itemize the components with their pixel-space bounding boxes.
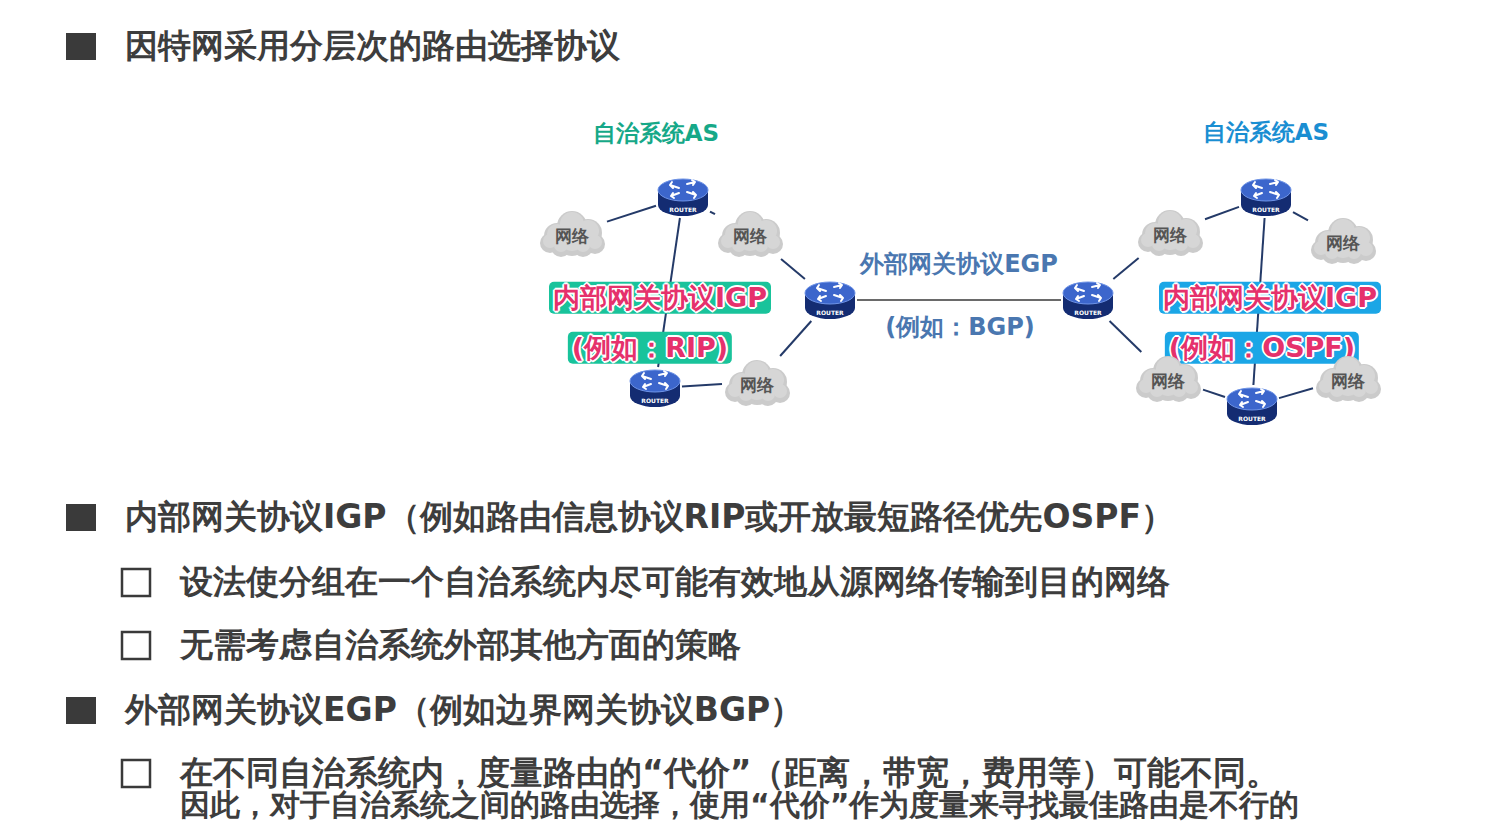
cloud-label: 网络 [1151, 371, 1185, 391]
sub-bullet-text: 无需考虑自治系统外部其他方面的策略 [180, 625, 741, 665]
cloud-label-holder: 网络 [1151, 371, 1185, 391]
link-line [682, 384, 722, 386]
igp-example: (例如：OSPF) [1165, 332, 1359, 364]
network-cloud: 网络 [537, 207, 607, 259]
bullet-text: 内部网关协议IGP（例如路由信息协议RIP或开放最短路径优先OSPF） [125, 497, 1174, 537]
router-label-holder: ROUTER [1252, 207, 1279, 213]
cloud-label: 网络 [1331, 371, 1365, 391]
igp-label-holder: 内部网关协议IGP [549, 282, 771, 314]
router-label: ROUTER [669, 207, 696, 213]
router: ROUTER [1061, 279, 1115, 321]
igp-example: (例如：RIP) [568, 332, 732, 364]
cloud-label-holder: 网络 [1326, 233, 1360, 253]
router: ROUTER [1225, 385, 1279, 427]
bullet-square [66, 504, 96, 531]
router-label-holder: ROUTER [1238, 416, 1265, 422]
cloud-label-holder: 网络 [1153, 225, 1187, 245]
network-cloud: 网络 [1308, 214, 1378, 266]
link-line [780, 321, 811, 356]
link-line [1203, 390, 1225, 397]
sub-bullet-text-holder: 无需考虑自治系统外部其他方面的策略 [180, 625, 741, 665]
cloud-label-holder: 网络 [1331, 371, 1365, 391]
link-line [1205, 207, 1239, 219]
igp-example-holder: (例如：RIP) [568, 332, 732, 364]
egp-label: 外部网关协议EGP [860, 250, 1058, 279]
network-cloud: 网络 [1313, 352, 1383, 404]
body-text: 因此，对于自治系统之间的路由选择，使用“代价”作为度量来寻找最佳路由是不行的 [180, 790, 1299, 820]
sub-bullet-text-holder: 在不同自治系统内，度量路由的“代价”（距离，带宽，费用等）可能不同。 [180, 753, 1279, 793]
igp-label: 内部网关协议IGP [549, 282, 771, 314]
bullet-text-holder: 内部网关协议IGP（例如路由信息协议RIP或开放最短路径优先OSPF） [125, 497, 1174, 537]
body-text-holder: 因此，对于自治系统之间的路由选择，使用“代价”作为度量来寻找最佳路由是不行的 [180, 790, 1299, 820]
cloud-label: 网络 [555, 226, 589, 246]
router-label: ROUTER [641, 398, 668, 404]
bullet-hollow [122, 760, 150, 787]
cloud-label: 网络 [1153, 225, 1187, 245]
router: ROUTER [656, 176, 710, 218]
router-label: ROUTER [1074, 310, 1101, 316]
cloud-label: 网络 [733, 226, 767, 246]
bullet-hollow [122, 632, 150, 659]
network-cloud: 网络 [1135, 206, 1205, 258]
network-cloud: 网络 [722, 356, 792, 408]
link-line [607, 206, 656, 222]
as-heading: 自治系统AS [593, 120, 719, 148]
cloud-label-holder: 网络 [555, 226, 589, 246]
autonomous-system: 自治系统AS内部网关协议IGP(例如：RIP)网络ROUTER网络ROUTERR… [470, 158, 842, 444]
router-label-holder: ROUTER [816, 310, 843, 316]
bullet-text: 外部网关协议EGP（例如边界网关协议BGP） [125, 690, 803, 730]
cloud-label: 网络 [740, 375, 774, 395]
sub-bullet-text: 在不同自治系统内，度量路由的“代价”（距离，带宽，费用等）可能不同。 [180, 753, 1279, 793]
sub-bullet-text-holder: 设法使分组在一个自治系统内尽可能有效地从源网络传输到目的网络 [180, 562, 1170, 602]
as-heading: 自治系统AS [1203, 119, 1329, 147]
router: ROUTER [1239, 176, 1293, 218]
link-line [710, 212, 715, 215]
router-label-holder: ROUTER [669, 207, 696, 213]
sub-bullet-text: 设法使分组在一个自治系统内尽可能有效地从源网络传输到目的网络 [180, 562, 1170, 602]
igp-label: 内部网关协议IGP [1159, 282, 1381, 314]
link-line [1110, 321, 1142, 352]
cloud-label-holder: 网络 [733, 226, 767, 246]
link-line [1113, 258, 1138, 279]
bullet-square [66, 697, 96, 724]
as-heading-holder: 自治系统AS [1203, 119, 1329, 147]
bullet-square [66, 33, 96, 60]
router-label-holder: ROUTER [641, 398, 668, 404]
bullet-text-holder: 外部网关协议EGP（例如边界网关协议BGP） [125, 690, 803, 730]
link-line [781, 259, 805, 279]
slide-title: 因特网采用分层次的路由选择协议 [125, 26, 620, 66]
cloud-label: 网络 [1326, 233, 1360, 253]
link-line [1293, 212, 1308, 220]
egp-label-holder: 外部网关协议EGP [860, 250, 1058, 279]
cloud-label-holder: 网络 [740, 375, 774, 395]
router: ROUTER [628, 367, 682, 409]
igp-label-holder: 内部网关协议IGP [1159, 282, 1381, 314]
router: ROUTER [803, 279, 857, 321]
igp-example-holder: (例如：OSPF) [1165, 332, 1359, 364]
network-cloud: 网络 [715, 207, 785, 259]
autonomous-system: 自治系统AS内部网关协议IGP(例如：OSPF)网络ROUTER网络ROUTER… [1080, 157, 1452, 445]
router-label-holder: ROUTER [1074, 310, 1101, 316]
slide-title-holder: 因特网采用分层次的路由选择协议 [125, 26, 620, 66]
network-cloud: 网络 [1133, 352, 1203, 404]
bullet-hollow [122, 569, 150, 596]
egp-example: (例如：BGP) [885, 313, 1035, 342]
router-label: ROUTER [816, 310, 843, 316]
link-line [857, 299, 1061, 301]
router-label: ROUTER [1238, 416, 1265, 422]
router-label: ROUTER [1252, 207, 1279, 213]
egp-example-holder: (例如：BGP) [885, 313, 1035, 342]
as-heading-holder: 自治系统AS [593, 120, 719, 148]
link-line [1279, 388, 1313, 398]
